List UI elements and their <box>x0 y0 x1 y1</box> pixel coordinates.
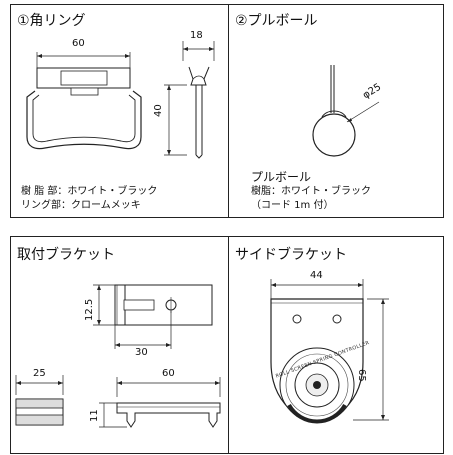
ring-note-resin: 樹 脂 部：ホワイト・ブラック <box>21 186 158 197</box>
mount-panel: 取付ブラケット 12.5 <box>10 236 229 454</box>
mount-drawing <box>15 284 221 428</box>
mount-offset-dim: 30 <box>135 347 148 358</box>
mount-title: 取付ブラケット <box>17 247 115 263</box>
mount-height-dim: 12.5 <box>84 298 95 321</box>
mount-length-dim: 60 <box>162 368 175 379</box>
side-height-dim: 65 <box>356 369 367 382</box>
ball-title: ②プルボール <box>235 13 318 29</box>
side-title: サイドブラケット <box>235 247 347 263</box>
ball-drawing <box>312 65 380 157</box>
ball-note-resin: 樹脂：ホワイト・ブラック <box>251 186 371 197</box>
mount-thickness-dim: 11 <box>89 409 100 422</box>
side-panel: サイドブラケット 44 65 ROLL SCREEN SPRING CONTRO… <box>228 236 444 454</box>
side-drawing <box>270 279 389 424</box>
ball-label: プルボール <box>251 170 312 184</box>
ball-panel: ②プルボール φ25 プルボール 樹脂：ホワイト・ブラック （コード 1m 付） <box>228 4 444 218</box>
ring-depth-dim: 18 <box>190 30 203 41</box>
ring-panel: ①角リング 60 18 40 樹 脂 部：ホワイト・ブラック リング部：クローム… <box>10 4 229 218</box>
ring-drawing <box>26 41 215 159</box>
ball-note-cord: （コード 1m 付） <box>251 200 334 211</box>
ring-width-dim: 60 <box>72 38 85 49</box>
mount-width-dim: 25 <box>33 368 46 379</box>
ring-note-ring: リング部：クロームメッキ <box>21 200 141 211</box>
side-width-dim: 44 <box>310 270 323 281</box>
ring-height-dim: 40 <box>153 104 164 117</box>
ring-title: ①角リング <box>17 13 86 29</box>
